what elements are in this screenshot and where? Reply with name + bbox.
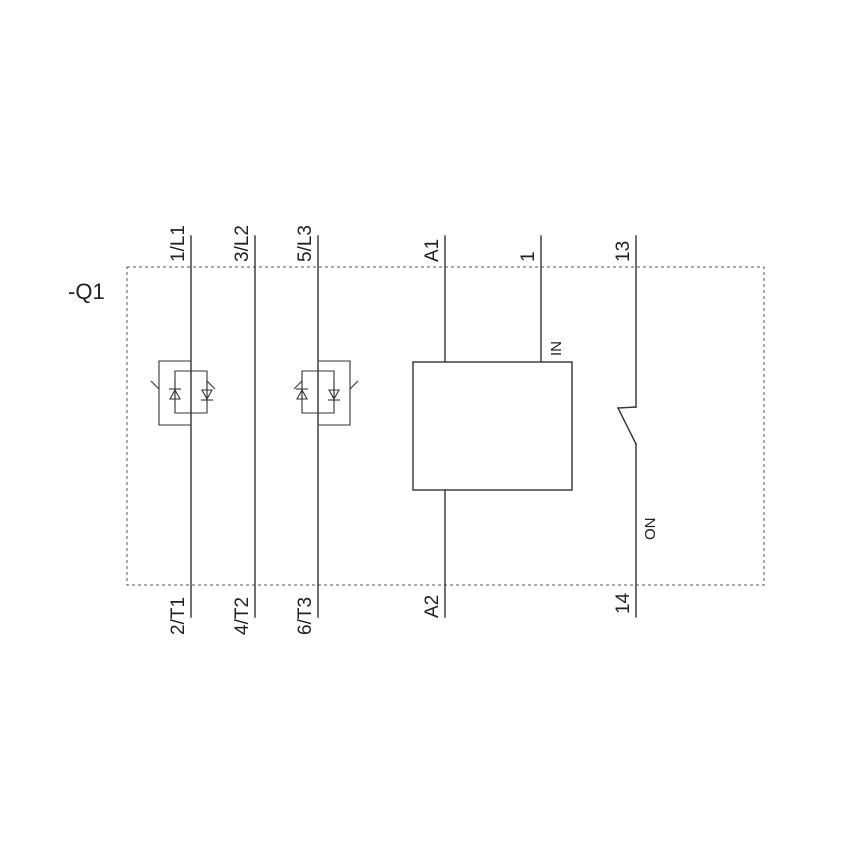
terminal-a2-label: A2 [422, 595, 443, 618]
terminal-2-t1-label: 2/T1 [168, 597, 189, 635]
control-input-label: IN [548, 341, 565, 356]
thyristor-l3-symbol [293, 360, 359, 426]
aux-contact-symbol [617, 235, 637, 618]
terminal-a1-label: A1 [422, 239, 443, 262]
terminal-1-label: 1 [518, 251, 539, 262]
terminal-5-l3-label: 5/L3 [295, 225, 316, 262]
terminal-13-label: 13 [613, 241, 634, 262]
terminal-1-l1-label: 1/L1 [168, 225, 189, 262]
thyristor-l1-symbol [150, 360, 216, 426]
aux-contact-state-label: ON [642, 518, 659, 541]
device-designation: -Q1 [68, 279, 105, 304]
terminal-3-l2-label: 3/L2 [232, 225, 253, 262]
terminal-6-t3-label: 6/T3 [295, 597, 316, 635]
control-unit-box [412, 361, 573, 491]
terminal-14-label: 14 [613, 592, 634, 614]
terminal-4-t2-label: 4/T2 [232, 597, 253, 635]
